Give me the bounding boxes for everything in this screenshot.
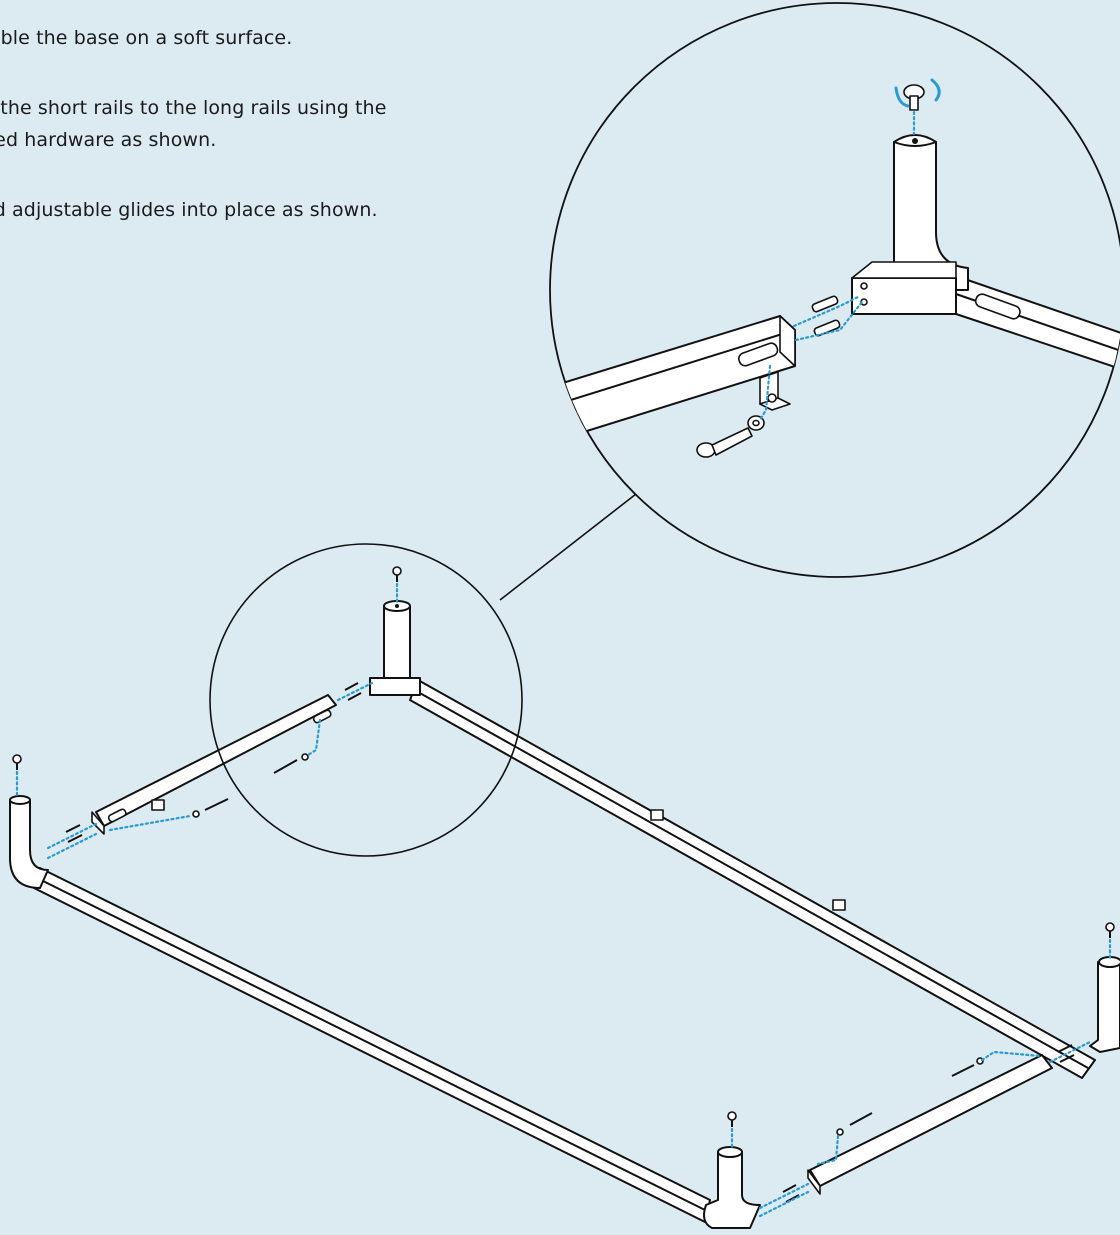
bracket-icon	[650, 809, 664, 821]
short-rail-right	[809, 1054, 1053, 1187]
dowel-icon	[811, 295, 839, 313]
instruction-step-2-line-1: h the short rails to the long rails usin…	[0, 97, 387, 119]
base-frame	[9, 566, 1120, 1229]
glide-icon	[392, 566, 402, 582]
slot-left-far	[312, 709, 332, 724]
leg-front-left	[9, 795, 49, 889]
long-rail-back-edge	[417, 691, 1089, 1069]
glide-icon	[903, 84, 925, 111]
long-rail-front-edge	[36, 877, 708, 1212]
instruction-step-2: h the short rails to the long rails usin…	[0, 92, 387, 156]
large-detail-view	[549, 2, 1120, 578]
detail-leg	[893, 141, 969, 291]
short-rail-right-end	[807, 1169, 821, 1195]
instruction-step-3: ad adjustable glides into place as shown…	[0, 199, 378, 221]
bracket-icon	[832, 899, 846, 911]
glide-icon	[1105, 922, 1115, 938]
dowel-icon	[65, 682, 1075, 1203]
bolt-icon	[273, 759, 298, 774]
small-detail-circle	[209, 543, 523, 857]
callout-connector	[499, 493, 637, 601]
slot-left-end	[107, 808, 127, 823]
glide-icon	[727, 1111, 737, 1127]
detail-slot	[738, 342, 779, 367]
short-rail-left	[95, 694, 337, 827]
washer-icon	[192, 810, 200, 818]
bolt-icon	[696, 427, 753, 458]
short-rail-left-end	[91, 811, 105, 835]
instruction-step-2-line-2: ded hardware as shown.	[0, 129, 217, 151]
washer-icon	[301, 753, 309, 761]
bolt-icon	[951, 1064, 975, 1077]
bolt-icon	[849, 1112, 873, 1126]
detail-slot	[974, 293, 1021, 320]
instruction-step-1: mble the base on a soft surface.	[0, 27, 293, 49]
leg-right	[1089, 956, 1120, 1053]
bracket-icon	[151, 799, 165, 811]
rotate-arrows-icon	[894, 78, 941, 108]
bolt-icon	[204, 798, 229, 811]
washer-icon	[836, 1128, 844, 1136]
leg-back	[369, 600, 421, 696]
leg-bottom	[703, 1146, 761, 1229]
guide-lines	[15, 582, 1112, 1218]
washer-icon	[747, 415, 765, 431]
glide-icon	[12, 754, 22, 770]
detail-leg-base	[851, 277, 957, 315]
large-detail-circle	[549, 2, 1120, 578]
